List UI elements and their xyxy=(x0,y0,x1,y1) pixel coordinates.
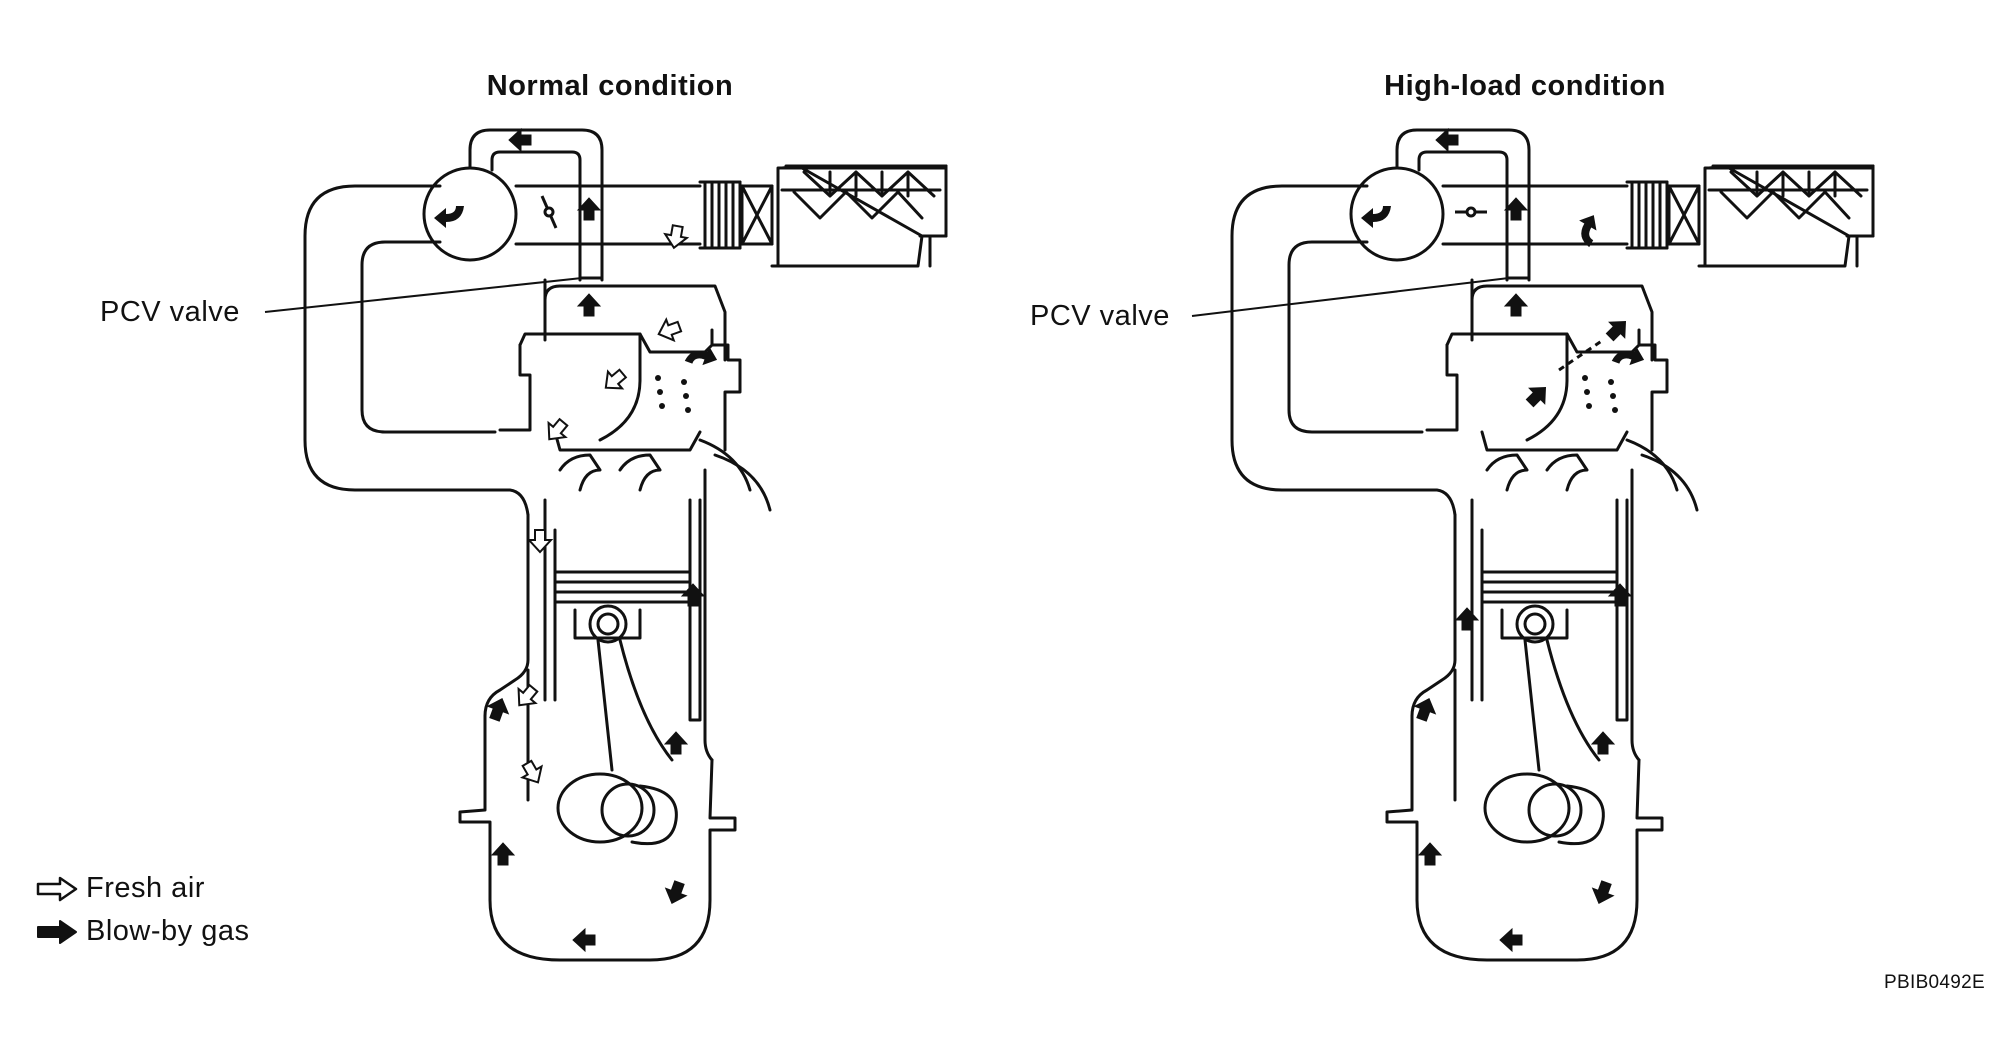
legend-fresh-air-label: Fresh air xyxy=(86,872,205,904)
pcv-valve-label-high-load: PCV valve xyxy=(1030,300,1170,332)
pcv-valve-label-normal: PCV valve xyxy=(100,296,240,328)
legend-blow-by-gas: Blow-by gas xyxy=(36,915,249,948)
normal-condition-title: Normal condition xyxy=(486,70,734,102)
solid-arrow-icon xyxy=(36,919,78,945)
high-load-condition-panel xyxy=(1191,128,1875,962)
figure-code: PBIB0492E xyxy=(1884,972,1985,993)
legend-blow-by-gas-label: Blow-by gas xyxy=(86,915,250,947)
legend-fresh-air: Fresh air xyxy=(36,872,205,905)
hollow-arrow-icon xyxy=(36,876,78,902)
normal-condition-panel xyxy=(264,128,948,962)
high-load-condition-title: High-load condition xyxy=(1384,70,1666,102)
